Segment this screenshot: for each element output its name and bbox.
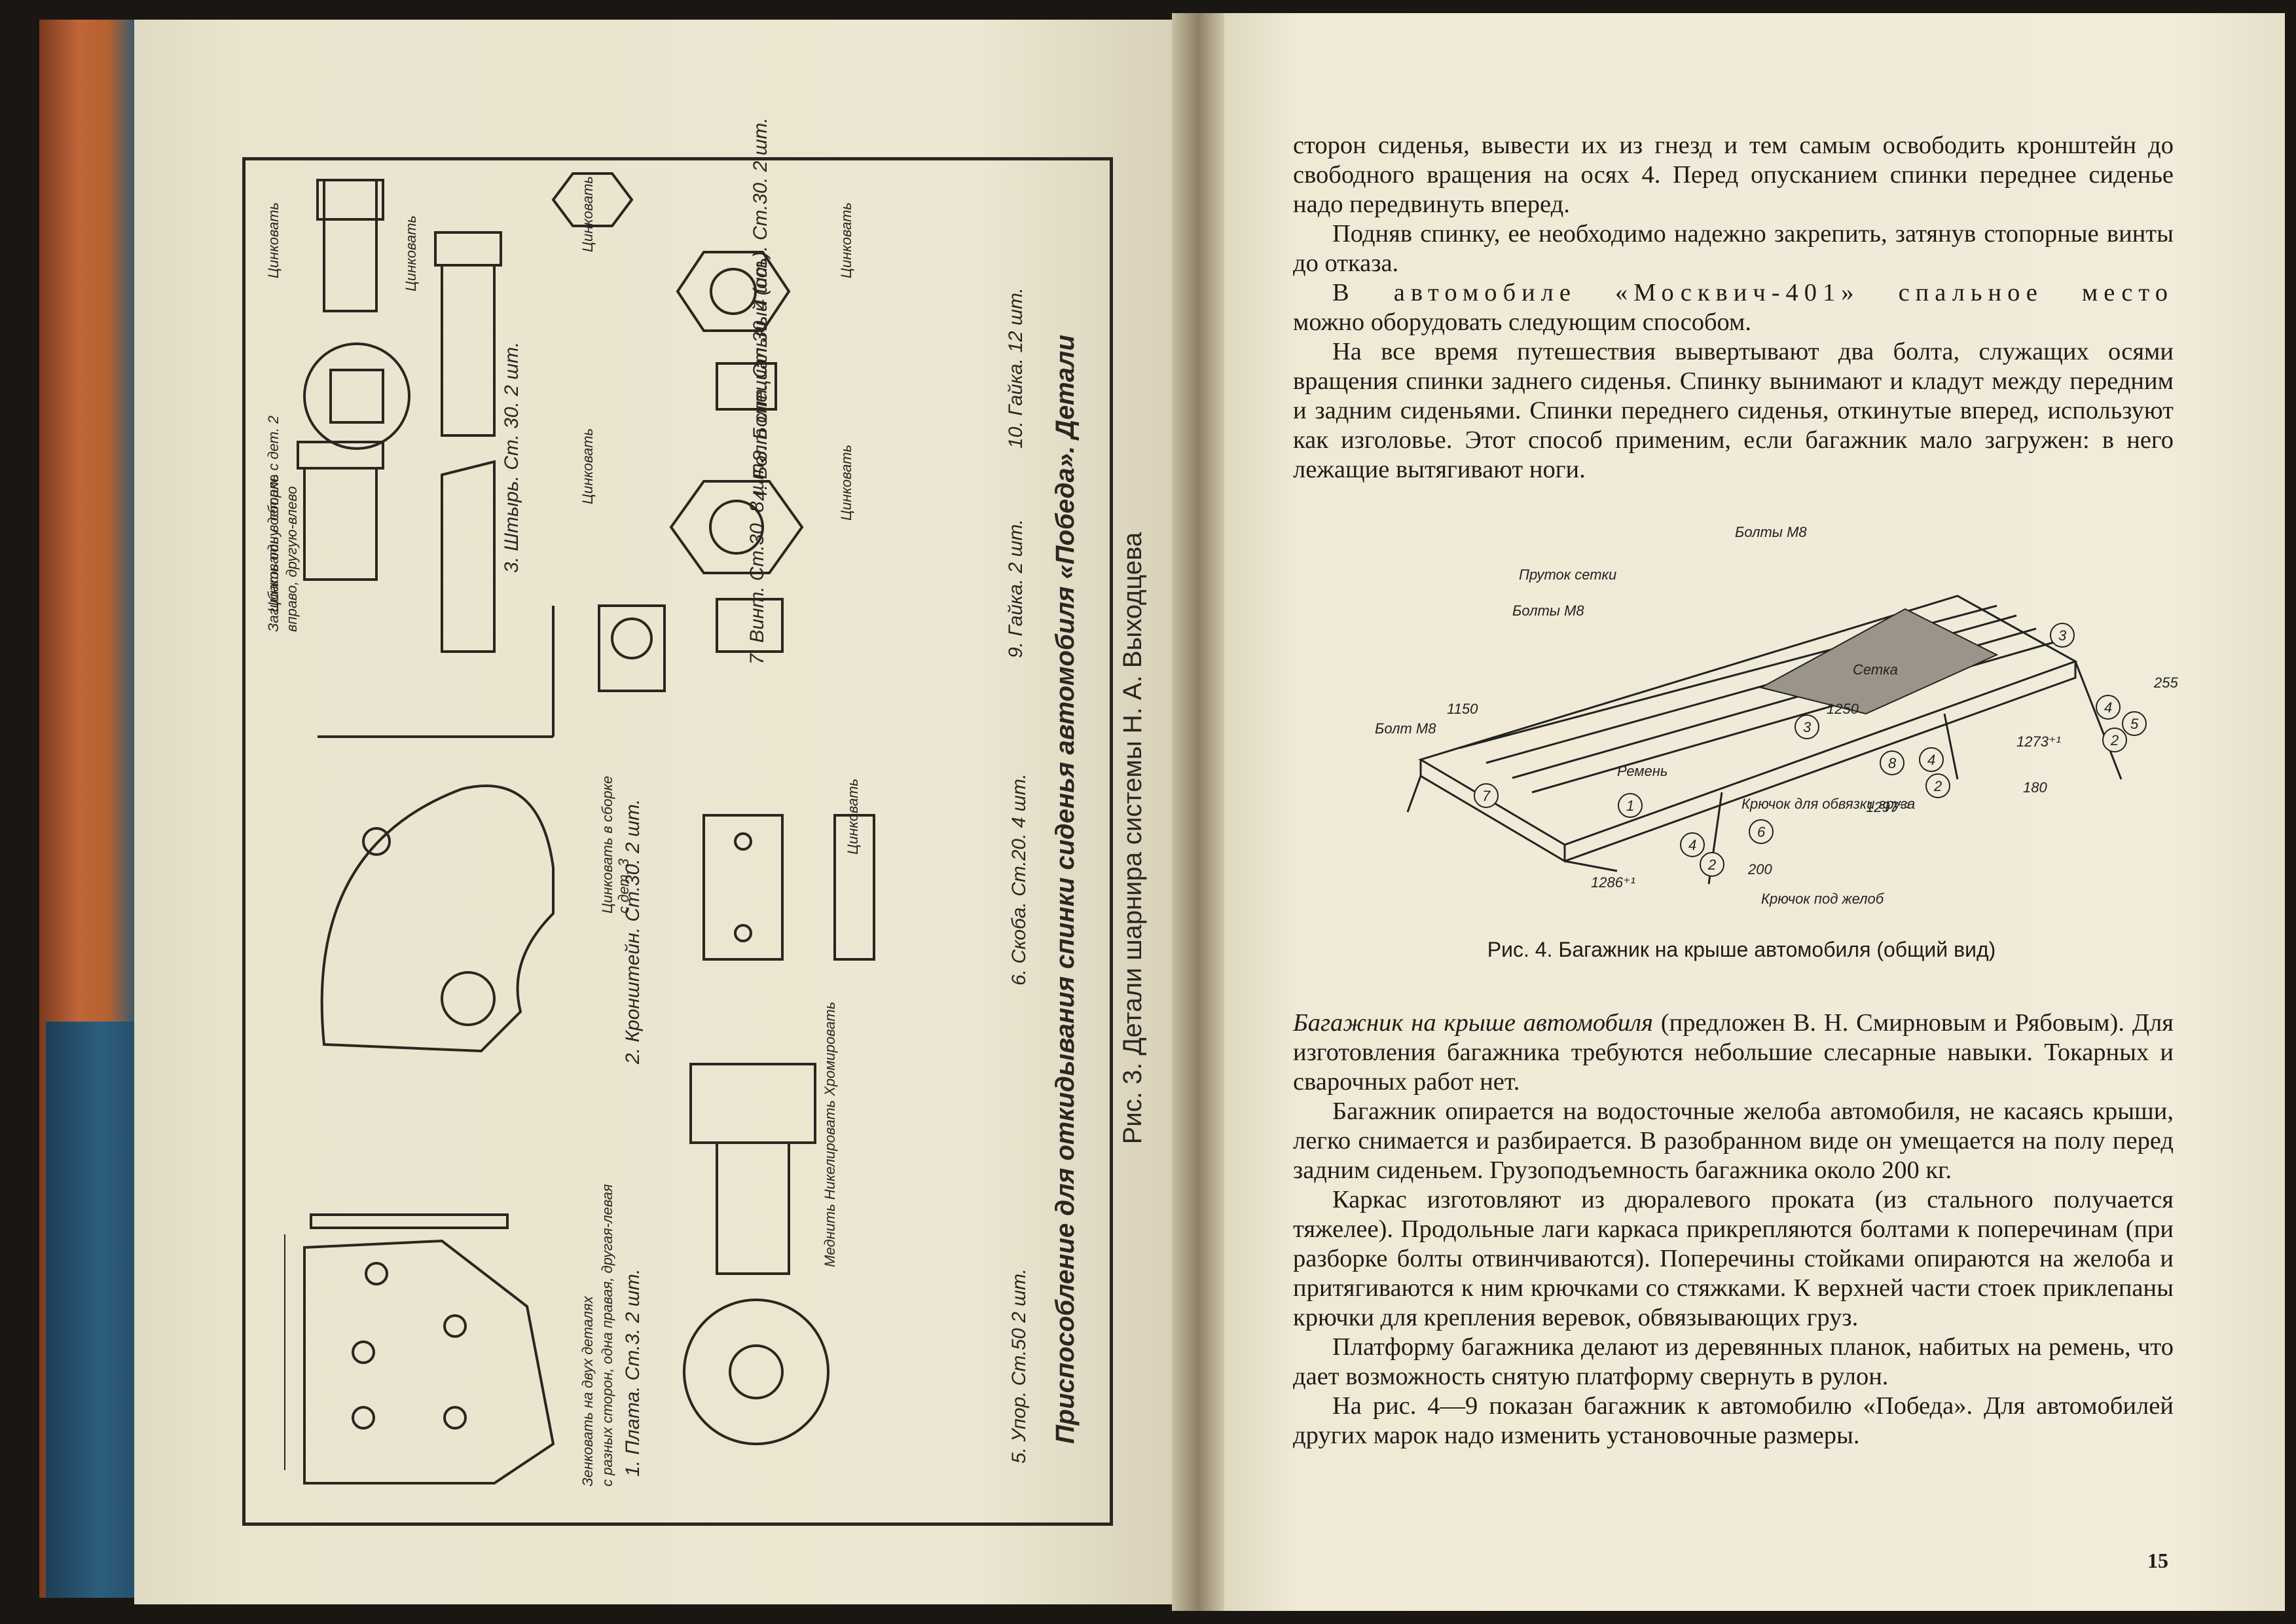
label-belt: Ремень bbox=[1617, 763, 1667, 779]
rack-paragraph: (предложен В. Н. Смирновым и Рябовым). Д… bbox=[1293, 1009, 2174, 1096]
dim-1286: 1286⁺¹ bbox=[1591, 874, 1635, 891]
dim-1250: 1250 bbox=[1827, 701, 1859, 717]
paragraph-1: сторон сиденья, вывести их из гнезд и те… bbox=[1293, 132, 2174, 218]
part-9-nut-drawing bbox=[669, 480, 804, 653]
paragraph-figure-ref: На рис. 4—9 показан багажник к автомобил… bbox=[1293, 1392, 2174, 1449]
technical-drawings bbox=[284, 172, 875, 1485]
roof-rack-frame bbox=[1406, 595, 2123, 885]
label-bolts-m8: Болты М8 bbox=[1512, 602, 1584, 619]
callout-1: 1 bbox=[1626, 798, 1634, 814]
text-top: сторон сиденья, вывести их из гнезд и те… bbox=[1293, 131, 2174, 485]
label-gutter-hook: Крючок под желоб bbox=[1761, 891, 1885, 907]
drawing-frame: Приспособление для откидывания спинки си… bbox=[242, 117, 1113, 1526]
dim-255: 255 bbox=[2153, 674, 2178, 691]
label-mesh: Сетка bbox=[1853, 661, 1898, 678]
drawing-rotated-content: Приспособление для откидывания спинки си… bbox=[246, 117, 1110, 1522]
book-gutter bbox=[1172, 13, 1224, 1611]
right-page bbox=[1211, 13, 2285, 1611]
rack-title-italic: Багажник на крыше автомобиля bbox=[1293, 1009, 1653, 1037]
paragraph-night: На все время путешествия вывертывают два… bbox=[1293, 338, 2174, 483]
paragraph-moskvich-line-2: можно оборудовать следующим способом. bbox=[1293, 308, 1752, 336]
figure-3-caption: Рис. 3. Детали шарнира системы Н. А. Вых… bbox=[1118, 532, 1147, 1145]
book-cover-blue-band bbox=[46, 1022, 137, 1598]
label-bolt-m8: Болт М8 bbox=[1375, 720, 1436, 737]
part-4-bolt-drawing bbox=[303, 179, 410, 450]
figure-4-caption: Рис. 4. Багажник на крыше автомобиля (об… bbox=[1487, 938, 1996, 961]
callout-4c: 4 bbox=[2104, 699, 2112, 716]
text-bottom: Багажник на крыше автомобиля (предложен … bbox=[1293, 1008, 2174, 1450]
paragraph-rack-mount: Багажник опирается на водосточные желоба… bbox=[1293, 1098, 2174, 1184]
part-5-stop-drawing bbox=[683, 1063, 829, 1445]
paragraph-platform: Платформу багажника делают из деревянных… bbox=[1293, 1333, 2174, 1390]
dim-1150: 1150 bbox=[1447, 701, 1478, 717]
roof-rack-callouts bbox=[1474, 623, 2147, 877]
callout-3a: 3 bbox=[1803, 719, 1812, 735]
callout-4b: 4 bbox=[1927, 752, 1935, 768]
callout-8: 8 bbox=[1888, 755, 1897, 771]
callout-4a: 4 bbox=[1688, 837, 1696, 853]
callout-2a: 2 bbox=[1707, 857, 1716, 873]
part-2-bracket-drawing bbox=[318, 604, 666, 1053]
label-mesh-rod: Пруток сетки bbox=[1519, 566, 1616, 583]
callout-6: 6 bbox=[1757, 824, 1766, 840]
page-number: 15 bbox=[2147, 1549, 2168, 1572]
part-7-screw-drawing bbox=[441, 460, 496, 653]
callout-7: 7 bbox=[1482, 788, 1491, 804]
part-3-pin-drawing bbox=[297, 441, 384, 581]
dim-180: 180 bbox=[2023, 779, 2047, 796]
callout-3b: 3 bbox=[2058, 627, 2067, 644]
label-cargo-hook: Крючок для обвязки груза bbox=[1741, 796, 1915, 812]
dim-1297: 1297⁺¹ bbox=[1866, 799, 1910, 815]
paragraph-frame: Каркас изготовляют из дюралевого проката… bbox=[1293, 1186, 2174, 1331]
roof-rack-figure: 7 1 4 2 3 3 8 4 2 4 2 5 6 Болты М8 Пруто… bbox=[1375, 524, 2178, 907]
part-1-plate-drawing bbox=[284, 1213, 555, 1485]
figure-3-caption-wrap: Рис. 3. Детали шарнира системы Н. А. Вых… bbox=[1106, 157, 1159, 1519]
roof-rack-dimensions: 1150 1250 1273⁺¹ 255 180 1297⁺¹ 200 1286… bbox=[1447, 674, 2178, 891]
callout-2c: 2 bbox=[2110, 732, 2119, 748]
roof-rack-labels: Болты М8 Пруток сетки Болты М8 Сетка Бол… bbox=[1375, 524, 1915, 907]
part-6-clip-drawing bbox=[702, 814, 875, 961]
paragraph-2: Подняв спинку, ее необходимо надежно зак… bbox=[1293, 220, 2174, 277]
label-bolts-m8-top: Болты М8 bbox=[1735, 524, 1807, 540]
dim-200: 200 bbox=[1747, 861, 1772, 877]
left-page bbox=[134, 20, 1188, 1604]
part-8-bolt-drawing bbox=[434, 172, 634, 437]
paragraph-moskvich-line: В автомобиле «Москвич-401» спальное мест… bbox=[1332, 279, 2174, 306]
roof-rack-callout-numbers: 7 1 4 2 3 3 8 4 2 4 2 5 6 bbox=[1482, 627, 2139, 873]
dim-1273: 1273⁺¹ bbox=[2016, 733, 2061, 750]
callout-2b: 2 bbox=[1933, 778, 1942, 794]
part-10-nut-drawing bbox=[676, 251, 791, 411]
callout-5: 5 bbox=[2130, 716, 2139, 732]
